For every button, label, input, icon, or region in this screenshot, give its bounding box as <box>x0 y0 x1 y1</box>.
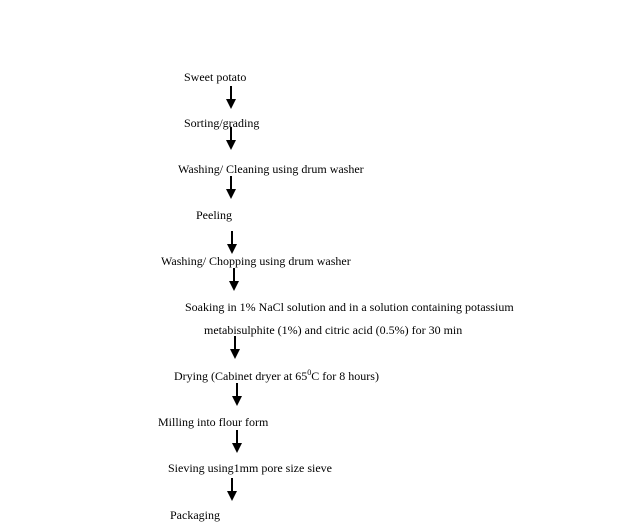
step-drying: Drying (Cabinet dryer at 650C for 8 hour… <box>174 368 379 384</box>
step-sieving: Sieving using1mm pore size sieve <box>168 461 332 475</box>
step-washing-chopping: Washing/ Chopping using drum washer <box>161 254 351 268</box>
step-sweet-potato: Sweet potato <box>184 70 247 84</box>
arrow-down-icon <box>230 336 240 359</box>
arrow-down-icon <box>226 127 236 150</box>
arrow-down-icon <box>226 86 236 109</box>
step-sorting-grading: Sorting/grading <box>184 116 260 130</box>
arrow-down-icon <box>227 478 237 501</box>
step-milling: Milling into flour form <box>158 415 269 429</box>
arrow-down-icon <box>227 231 237 254</box>
arrow-down-icon <box>226 176 236 199</box>
step-peeling: Peeling <box>196 208 232 222</box>
arrow-down-icon <box>229 268 239 291</box>
step-soaking-line1: Soaking in 1% NaCl solution and in a sol… <box>185 300 514 314</box>
arrow-down-icon <box>232 430 242 453</box>
arrow-down-icon <box>232 383 242 406</box>
step-washing-cleaning: Washing/ Cleaning using drum washer <box>178 162 364 176</box>
step-packaging: Packaging <box>170 508 220 522</box>
step-soaking-line2: metabisulphite (1%) and citric acid (0.5… <box>204 323 463 337</box>
